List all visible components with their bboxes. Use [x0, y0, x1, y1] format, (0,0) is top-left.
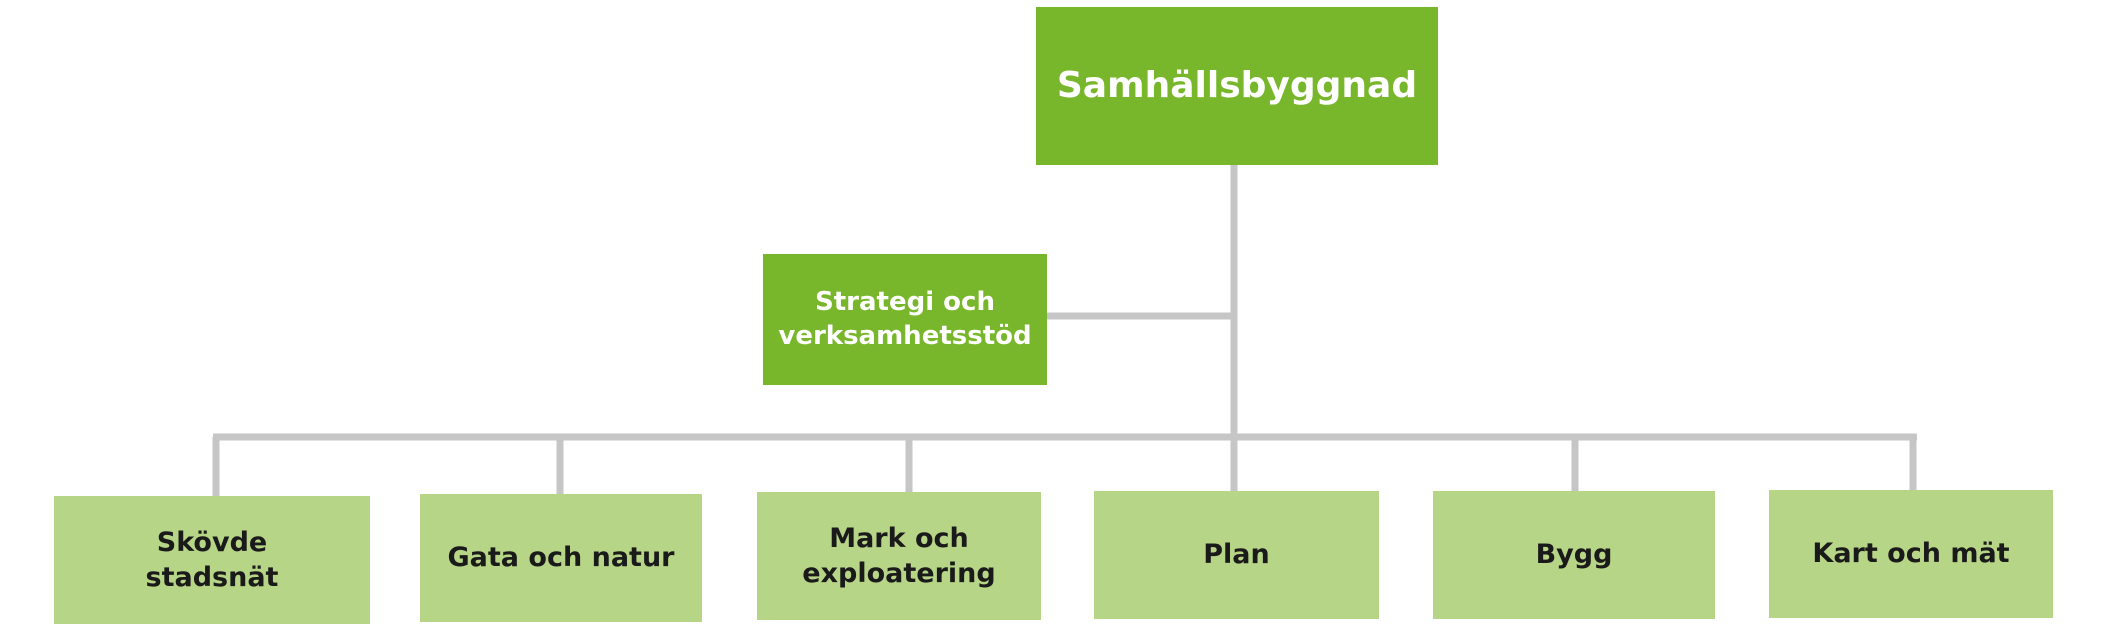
- node-label-line1: Kart och mät: [1812, 538, 2010, 570]
- node-label-line2: exploatering: [802, 558, 996, 589]
- node-label-line1: Gata och natur: [447, 542, 675, 574]
- node-label-line1: Mark och: [829, 522, 969, 554]
- node-skovde-stadsnat: Skövde stadsnät: [54, 496, 370, 624]
- node-label-line2: stadsnät: [145, 562, 279, 593]
- node-strategi-och-verksamhetsstod: Strategi och verksamhetsstöd: [763, 254, 1047, 385]
- node-plan: Plan: [1094, 491, 1379, 619]
- node-samhallsbyggnad: Samhällsbyggnad: [1036, 7, 1438, 165]
- node-staff-line2: verksamhetsstöd: [778, 320, 1032, 351]
- node-samhallsbyggnad-label: Samhällsbyggnad: [1056, 64, 1418, 106]
- node-label-line1: Plan: [1203, 539, 1270, 571]
- node-bygg: Bygg: [1433, 491, 1715, 619]
- node-label-line1: Bygg: [1535, 539, 1613, 571]
- node-mark-och-exploatering: Mark och exploatering: [757, 492, 1041, 620]
- node-staff-line1: Strategi och: [815, 286, 995, 317]
- node-gata-och-natur: Gata och natur: [420, 494, 702, 622]
- node-kart-och-mat: Kart och mät: [1769, 490, 2053, 618]
- node-label-line1: Skövde: [156, 526, 268, 558]
